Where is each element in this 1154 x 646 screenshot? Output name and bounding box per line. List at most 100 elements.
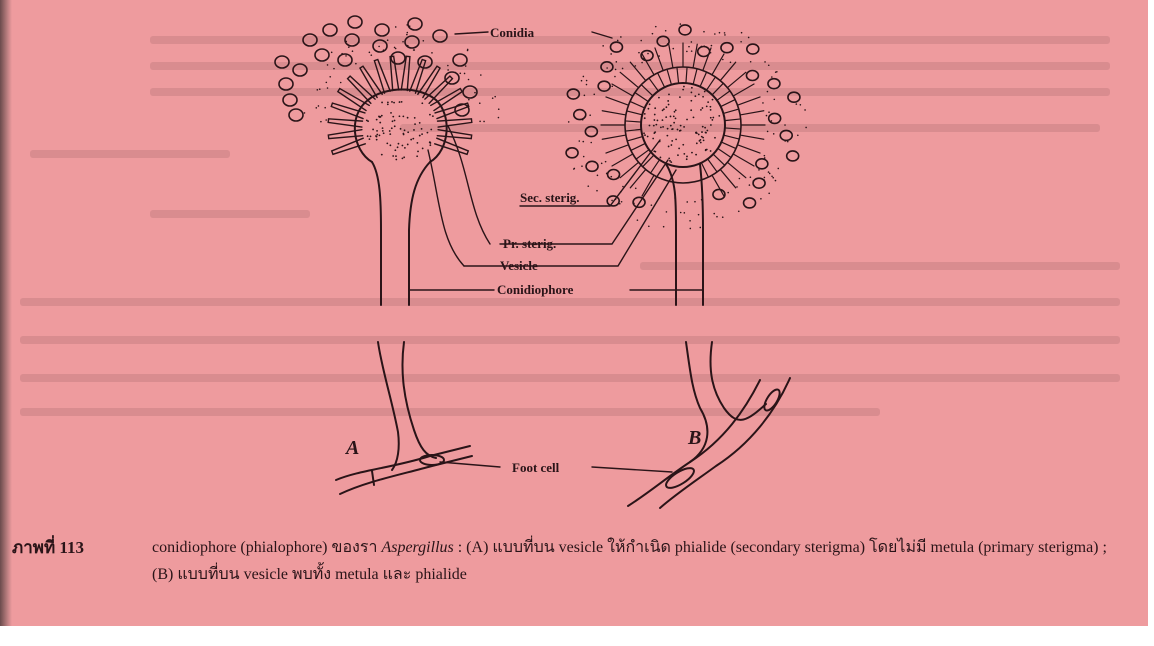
label-foot-cell: Foot cell xyxy=(512,460,560,475)
stipple-dot xyxy=(718,115,720,117)
stipple-dot xyxy=(400,128,402,130)
stipple-dot xyxy=(394,120,396,122)
conidium xyxy=(769,113,781,123)
stipple-dot xyxy=(659,141,661,143)
phialide xyxy=(425,76,453,103)
stipple-dot xyxy=(407,144,409,146)
stipple-dot xyxy=(658,55,660,57)
stalk-b-right xyxy=(700,164,703,305)
conidium xyxy=(338,54,352,66)
stipple-dot xyxy=(643,199,645,201)
stipple-dot xyxy=(710,124,712,126)
phialide xyxy=(693,44,697,68)
conidium xyxy=(303,34,317,46)
phialide xyxy=(669,44,673,68)
stipple-dot xyxy=(404,129,406,131)
phialide xyxy=(720,169,735,187)
aspergillus-conidiophore-diagram: Conidia Sec. sterig. Pr. sterig. Vesicle… xyxy=(0,0,1148,626)
phialide xyxy=(727,162,745,177)
stipple-dot xyxy=(378,46,380,48)
stipple-dot xyxy=(393,102,395,104)
stipple-dot xyxy=(695,154,697,156)
phialide xyxy=(738,97,761,105)
stipple-dot xyxy=(787,141,789,143)
stipple-dot xyxy=(333,68,335,70)
scanned-textbook-page: Conidia Sec. sterig. Pr. sterig. Vesicle… xyxy=(0,0,1148,626)
stipple-dot xyxy=(711,45,713,47)
stipple-dot xyxy=(394,149,396,151)
stipple-dot xyxy=(764,155,766,157)
stipple-dot xyxy=(317,89,319,91)
stipple-dot xyxy=(670,116,672,118)
metula xyxy=(708,159,717,172)
metula xyxy=(625,121,641,122)
stipple-dot xyxy=(369,138,371,140)
metula xyxy=(701,163,708,177)
conidium xyxy=(289,109,303,121)
stipple-dot xyxy=(769,173,771,175)
stipple-dot xyxy=(582,141,584,143)
label-conidiophore: Conidiophore xyxy=(497,282,574,297)
figure-caption: ภาพที่ 113 conidiophore (phialophore) ขอ… xyxy=(12,534,1132,588)
stipple-dot xyxy=(760,198,762,200)
stipple-dot xyxy=(648,225,650,227)
stipple-dot xyxy=(596,190,598,192)
stipple-dot xyxy=(382,127,384,129)
stipple-dot xyxy=(768,64,770,66)
stipple-dot xyxy=(590,142,592,144)
stipple-dot xyxy=(689,220,691,222)
stipple-dot xyxy=(622,68,624,70)
stipple-dot xyxy=(601,163,603,165)
stipple-dot xyxy=(391,127,393,129)
stipple-dot xyxy=(705,132,707,134)
stipple-dot xyxy=(358,41,360,43)
phialides-a xyxy=(328,56,472,154)
stipple-dot xyxy=(416,155,418,157)
stipple-dot xyxy=(419,122,421,124)
stipple-dot xyxy=(589,114,591,116)
stipple-dot xyxy=(638,52,640,54)
stipple-dot xyxy=(690,100,692,102)
stipple-dot xyxy=(467,49,469,51)
stipple-dot xyxy=(586,80,588,82)
stipple-dot xyxy=(707,101,709,103)
stipple-dot xyxy=(773,133,775,135)
stipple-dot xyxy=(404,147,406,149)
stipple-dot xyxy=(615,198,617,200)
stipple-dot xyxy=(682,144,684,146)
stipple-dot xyxy=(698,134,700,136)
stipple-dot xyxy=(698,214,700,216)
stipple-dot xyxy=(447,69,449,71)
stipple-dot xyxy=(325,119,327,121)
stipple-dot xyxy=(395,159,397,161)
stipple-dot xyxy=(387,39,389,41)
stipple-dot xyxy=(345,55,347,57)
phialide xyxy=(612,154,633,166)
stipple-dot xyxy=(464,73,466,75)
stipple-dot xyxy=(671,128,673,130)
stipple-dot xyxy=(668,158,670,160)
stipple-dot xyxy=(662,119,664,121)
stipple-dot xyxy=(399,115,401,117)
stipple-dot xyxy=(614,76,616,78)
metula xyxy=(723,109,738,113)
stipple-dot xyxy=(704,127,706,129)
stipple-dot xyxy=(367,135,369,137)
stipple-dot xyxy=(771,76,773,78)
stipple-dot xyxy=(686,119,688,121)
conidium xyxy=(348,16,362,28)
stipple-dot xyxy=(372,129,374,131)
stipple-dot xyxy=(678,148,680,150)
conidium xyxy=(721,43,733,53)
stipple-dot xyxy=(683,126,685,128)
phialide xyxy=(328,130,362,139)
stipple-dot xyxy=(573,168,575,170)
stipple-dot xyxy=(767,91,769,93)
stipple-dot xyxy=(793,151,795,153)
stipple-dot xyxy=(784,140,786,142)
stipple-dot xyxy=(421,133,423,135)
metula xyxy=(651,160,660,173)
phialide xyxy=(606,145,629,153)
stipple-dot xyxy=(776,71,778,73)
metula xyxy=(693,69,697,85)
